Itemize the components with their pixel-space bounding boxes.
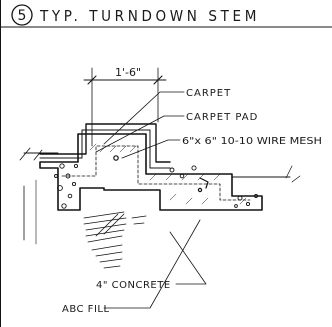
dimension-label: 1'-6" (115, 66, 141, 79)
detail-title: 5 TYP. TURNDOWN STEM (11, 4, 260, 26)
callout-carpet-pad: CARPET PAD (186, 112, 258, 123)
detail-number-circle (11, 4, 33, 26)
leader-lines (95, 91, 207, 309)
grade-lines (19, 147, 301, 245)
callout-concrete: 4" CONCRETE (96, 280, 171, 291)
gravel-texture (54, 163, 258, 209)
detail-title-text: TYP. TURNDOWN STEM (39, 7, 260, 25)
wire-mesh-line (61, 145, 251, 201)
detail-number: 5 (18, 8, 27, 24)
dimension-marker: 1'-6" (83, 66, 167, 147)
concrete-slab-outline (39, 133, 263, 211)
abc-fill-hatching (83, 211, 147, 269)
callout-abc-fill: ABC FILL (62, 304, 110, 315)
concrete-hatching (89, 143, 247, 205)
rebar-marks (113, 155, 209, 193)
callout-carpet: CARPET (186, 88, 231, 99)
carpet-pad-line (39, 129, 171, 169)
callout-wire-mesh: 6"x 6" 10-10 WIRE MESH (182, 136, 322, 147)
